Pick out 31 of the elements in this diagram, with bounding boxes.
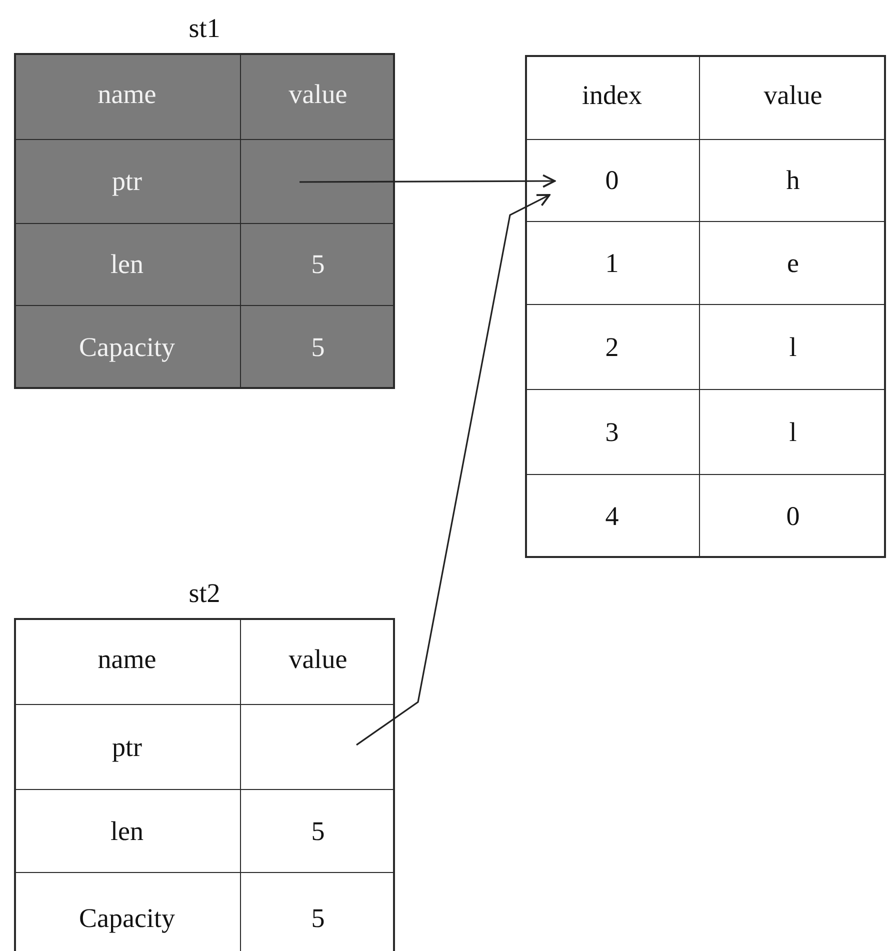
table-cell: h xyxy=(700,140,886,222)
table-cell: 2 xyxy=(525,305,700,390)
table-cell: name xyxy=(14,618,241,705)
table-cell: value xyxy=(241,53,395,140)
table-cell: l xyxy=(700,390,886,475)
table-cell: value xyxy=(241,618,395,705)
table-cell: Capacity xyxy=(14,306,241,389)
table-cell: len xyxy=(14,790,241,873)
table-cell: name xyxy=(14,53,241,140)
arrow xyxy=(356,194,550,746)
table-cell: 5 xyxy=(241,224,395,306)
table-cell: 0 xyxy=(700,475,886,558)
table-cell: 4 xyxy=(525,475,700,558)
table-title: st2 xyxy=(188,577,222,610)
table-cell: 5 xyxy=(241,873,395,951)
table-cell: 3 xyxy=(525,390,700,475)
table-cell: 5 xyxy=(241,306,395,389)
table-cell: Capacity xyxy=(14,873,241,951)
table xyxy=(525,55,886,558)
table-cell: e xyxy=(700,222,886,305)
table-cell: value xyxy=(700,55,886,140)
table-cell: index xyxy=(525,55,700,140)
arrow xyxy=(300,174,556,188)
table-cell: 5 xyxy=(241,790,395,873)
table-title: st1 xyxy=(188,12,222,45)
table-cell: ptr xyxy=(14,705,241,790)
table-cell: l xyxy=(700,305,886,390)
table-cell: len xyxy=(14,224,241,306)
table-cell: 0 xyxy=(525,140,700,222)
table-cell: ptr xyxy=(14,140,241,224)
table-cell: 1 xyxy=(525,222,700,305)
